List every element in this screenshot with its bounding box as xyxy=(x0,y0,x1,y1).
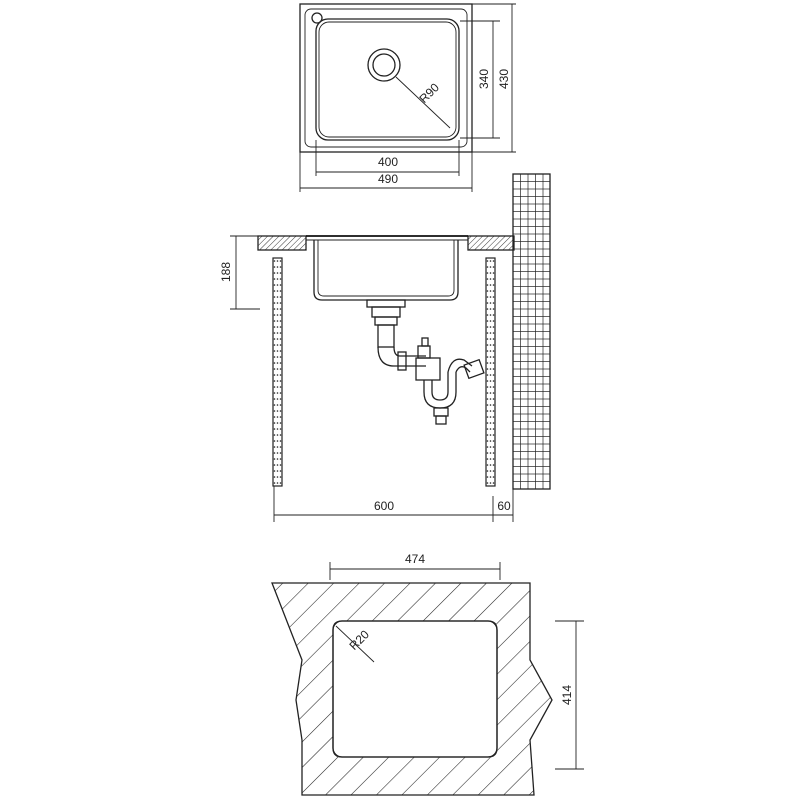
dim-cutout-radius-label: R20 xyxy=(346,627,372,653)
sink-bowl-section xyxy=(313,240,459,301)
tiled-wall xyxy=(512,173,551,490)
dim-cutout-depth-label: 414 xyxy=(560,685,574,705)
cabinet-panel-left xyxy=(272,257,283,487)
cabinet-panel-right xyxy=(485,257,496,487)
drain-outer-ring xyxy=(367,48,401,82)
siphon-trap xyxy=(366,299,485,425)
countertop-hatched xyxy=(271,582,553,796)
overflow-hole-icon xyxy=(311,12,323,24)
sink-bowl-inner xyxy=(318,21,457,138)
sink-outer-rim xyxy=(299,3,473,153)
sink-cutout xyxy=(332,620,498,758)
dim-cabinet-width-label: 600 xyxy=(374,499,394,513)
dim-wall-gap-label: 60 xyxy=(497,499,511,513)
countertop-left xyxy=(257,235,307,251)
countertop-right xyxy=(467,235,515,251)
dim-inner-depth-label: 340 xyxy=(477,69,491,89)
drain-inner-ring xyxy=(372,53,396,77)
radius-leader-r20 xyxy=(335,625,375,663)
dim-corner-radius-label: R90 xyxy=(416,80,442,106)
sink-inner-rim xyxy=(304,8,468,148)
radius-leader xyxy=(395,76,451,129)
dim-inner-width-label: 400 xyxy=(378,155,398,169)
dim-outer-depth-label: 430 xyxy=(497,69,511,89)
cutout-view: R20 474 414 xyxy=(271,552,584,796)
top-view: R90 340 430 400 490 xyxy=(299,3,516,192)
dim-cutout-width-label: 474 xyxy=(405,552,425,566)
dim-bowl-depth-label: 188 xyxy=(219,262,233,282)
sink-bowl-outline xyxy=(315,18,460,141)
section-view: 188 600 60 xyxy=(219,173,551,522)
dim-outer-width-label: 490 xyxy=(378,172,398,186)
